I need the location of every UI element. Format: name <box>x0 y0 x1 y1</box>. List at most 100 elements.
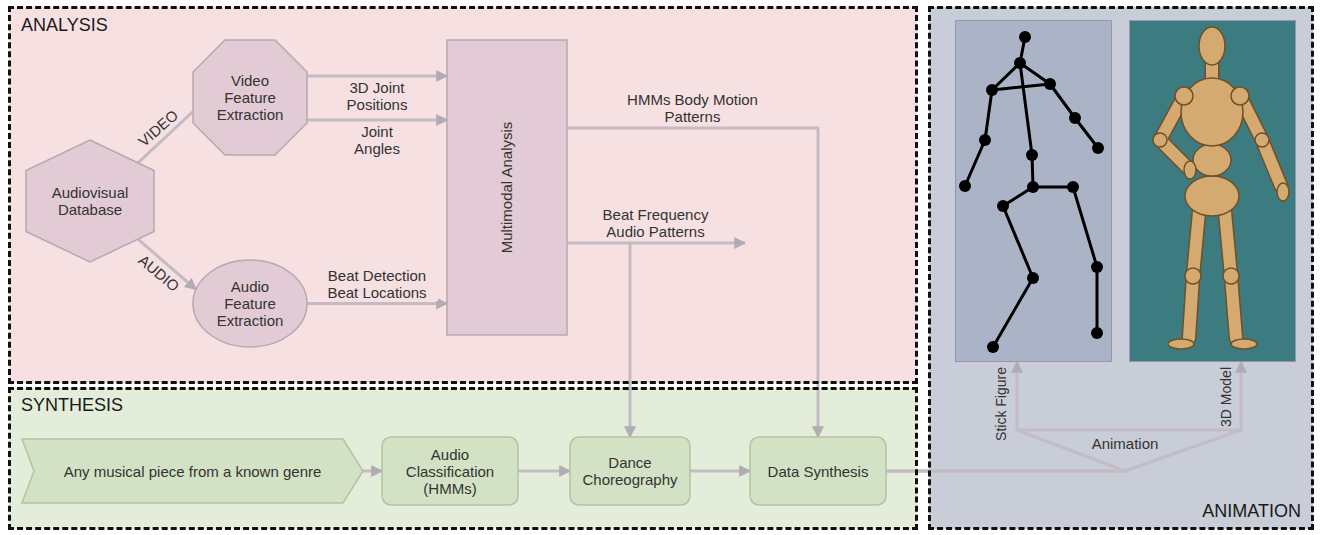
wooden-mannequin-part-part <box>1175 87 1193 105</box>
stick-figure <box>959 31 1104 353</box>
process-box: Audio Classification (HMMs) <box>382 437 518 505</box>
wooden-mannequin-part <box>1160 62 1281 338</box>
wooden-mannequin-part-part <box>1231 87 1249 105</box>
stick-figure-part-part <box>1092 142 1104 154</box>
flow-connector <box>363 470 382 473</box>
stick-figure-part-part <box>1026 149 1038 161</box>
process-box-shape <box>447 40 567 335</box>
node-text-holder: Audio Classification (HMMs) <box>382 437 518 505</box>
flow-connector <box>567 128 818 437</box>
region-title-holder: ANIMATION <box>1202 501 1301 521</box>
node-text-holder: Audio Feature Extraction <box>193 260 307 347</box>
node-label: Video Feature Extraction <box>208 72 292 123</box>
panel-heading: 3D Model <box>1218 367 1234 427</box>
process-octagon-shape <box>193 40 307 155</box>
wooden-mannequin-part <box>1160 62 1281 338</box>
flow-connector <box>886 362 1241 471</box>
edge-label: Joint Angles <box>337 123 417 157</box>
node-label: Audiovisual Database <box>40 184 140 218</box>
stick-figure-part-part <box>1067 181 1079 193</box>
edge-label: AUDIO <box>134 250 184 296</box>
figure-panel: 3D Model <box>1129 20 1296 362</box>
flow-connector <box>567 243 630 437</box>
stick-panel-ground <box>955 20 1112 362</box>
node-text-holder: Any musical piece from a known genre <box>22 439 363 503</box>
stick-figure-part-part <box>986 84 998 96</box>
wooden-mannequin-part-part <box>1184 161 1196 179</box>
node-text-holder: Audiovisual Database <box>26 140 154 262</box>
input-arrow-shape: Any musical piece from a known genre <box>22 439 363 503</box>
stick-figure-part-part <box>1091 261 1103 273</box>
edge-label: Animation <box>1090 435 1161 452</box>
node-label: Audio Classification (HMMs) <box>398 446 502 497</box>
region-frame: Any musical piece from a known genre Audi… <box>8 387 918 530</box>
process-ellipse: Audio Feature Extraction <box>193 260 307 347</box>
flow-connector <box>307 119 447 122</box>
flow-connector <box>690 470 750 473</box>
database-hexagon: Audiovisual Database <box>26 140 154 262</box>
wooden-mannequin-part-part <box>1231 339 1257 349</box>
flow-connector <box>518 470 570 473</box>
wooden-mannequin-part-part <box>1185 268 1201 284</box>
wooden-mannequin-part-part <box>1185 176 1239 216</box>
node-text-holder: Dance Choreography <box>570 437 690 505</box>
flow-connector <box>307 75 447 78</box>
stick-figure-part <box>959 31 1104 353</box>
stick-figure-part-part <box>1014 57 1026 69</box>
process-box: Multimodal Analysis <box>447 40 567 335</box>
stick-figure-part <box>965 37 1098 347</box>
node-label: Audio Feature Extraction <box>208 278 292 329</box>
edge-label: Beat Detection Beat Locations <box>316 267 438 301</box>
wooden-mannequin <box>1153 27 1289 349</box>
analysis-ground <box>9 7 917 383</box>
stick-figure-part-part <box>1091 327 1103 339</box>
stick-figure-part-part <box>1027 272 1039 284</box>
wooden-mannequin-part-part <box>1223 268 1239 284</box>
region-title: SYNTHESIS <box>21 395 123 415</box>
stick-figure-part-part <box>1019 31 1031 43</box>
wooden-mannequin-part-part <box>1153 133 1167 147</box>
node-label: Multimodal Analysis <box>499 122 516 254</box>
process-box-shape <box>382 437 518 505</box>
stick-figure-part-part <box>979 134 991 146</box>
database-hexagon-shape <box>26 140 154 262</box>
wooden-mannequin-part-part <box>1193 144 1231 176</box>
edge-label: Beat Frequency Audio Patterns <box>595 206 717 240</box>
edge-label: HMMs Body Motion Patterns <box>608 91 778 125</box>
wooden-mannequin-part-part <box>1255 133 1269 147</box>
animation-ground <box>929 7 1313 529</box>
process-box: Dance Choreography <box>570 437 690 505</box>
region-title-holder: SYNTHESIS <box>21 395 123 415</box>
edge-label: VIDEO <box>133 105 182 151</box>
region-title-holder: ANALYSIS <box>21 15 108 35</box>
node-label: Data Synthesis <box>768 463 869 480</box>
region-title: ANALYSIS <box>21 15 108 35</box>
stick-figure-part-part <box>959 180 971 192</box>
flow-connector <box>886 362 1125 471</box>
edge-label: 3D Joint Positions <box>337 79 417 113</box>
synthesis-ground <box>9 388 917 529</box>
stick-figure-part-part <box>987 341 999 353</box>
wooden-mannequin-part-part <box>1168 339 1194 349</box>
node-text-holder: Data Synthesis <box>750 437 886 505</box>
node-text-holder: Video Feature Extraction <box>193 40 307 155</box>
wooden-mannequin-part <box>1153 27 1289 349</box>
input-arrow-shape-shape <box>22 439 363 503</box>
animation-bracket <box>1017 429 1241 432</box>
process-box-shape <box>570 437 690 505</box>
wooden-mannequin-part-part <box>1277 183 1289 201</box>
wooden-mannequin-part-part <box>1181 78 1243 146</box>
connector-group <box>138 76 1241 471</box>
node-label: Any musical piece from a known genre <box>64 463 322 480</box>
stick-figure-part-part <box>1044 78 1056 90</box>
node-label: Dance Choreography <box>580 454 680 488</box>
stick-figure-part-part <box>1027 181 1039 193</box>
region-title: ANIMATION <box>1202 501 1301 521</box>
process-ellipse-shape <box>193 260 307 347</box>
stick-figure-part-part <box>1069 112 1081 124</box>
process-octagon: Video Feature Extraction <box>193 40 307 155</box>
stick-figure-part-part <box>997 200 1009 212</box>
process-box-shape <box>750 437 886 505</box>
